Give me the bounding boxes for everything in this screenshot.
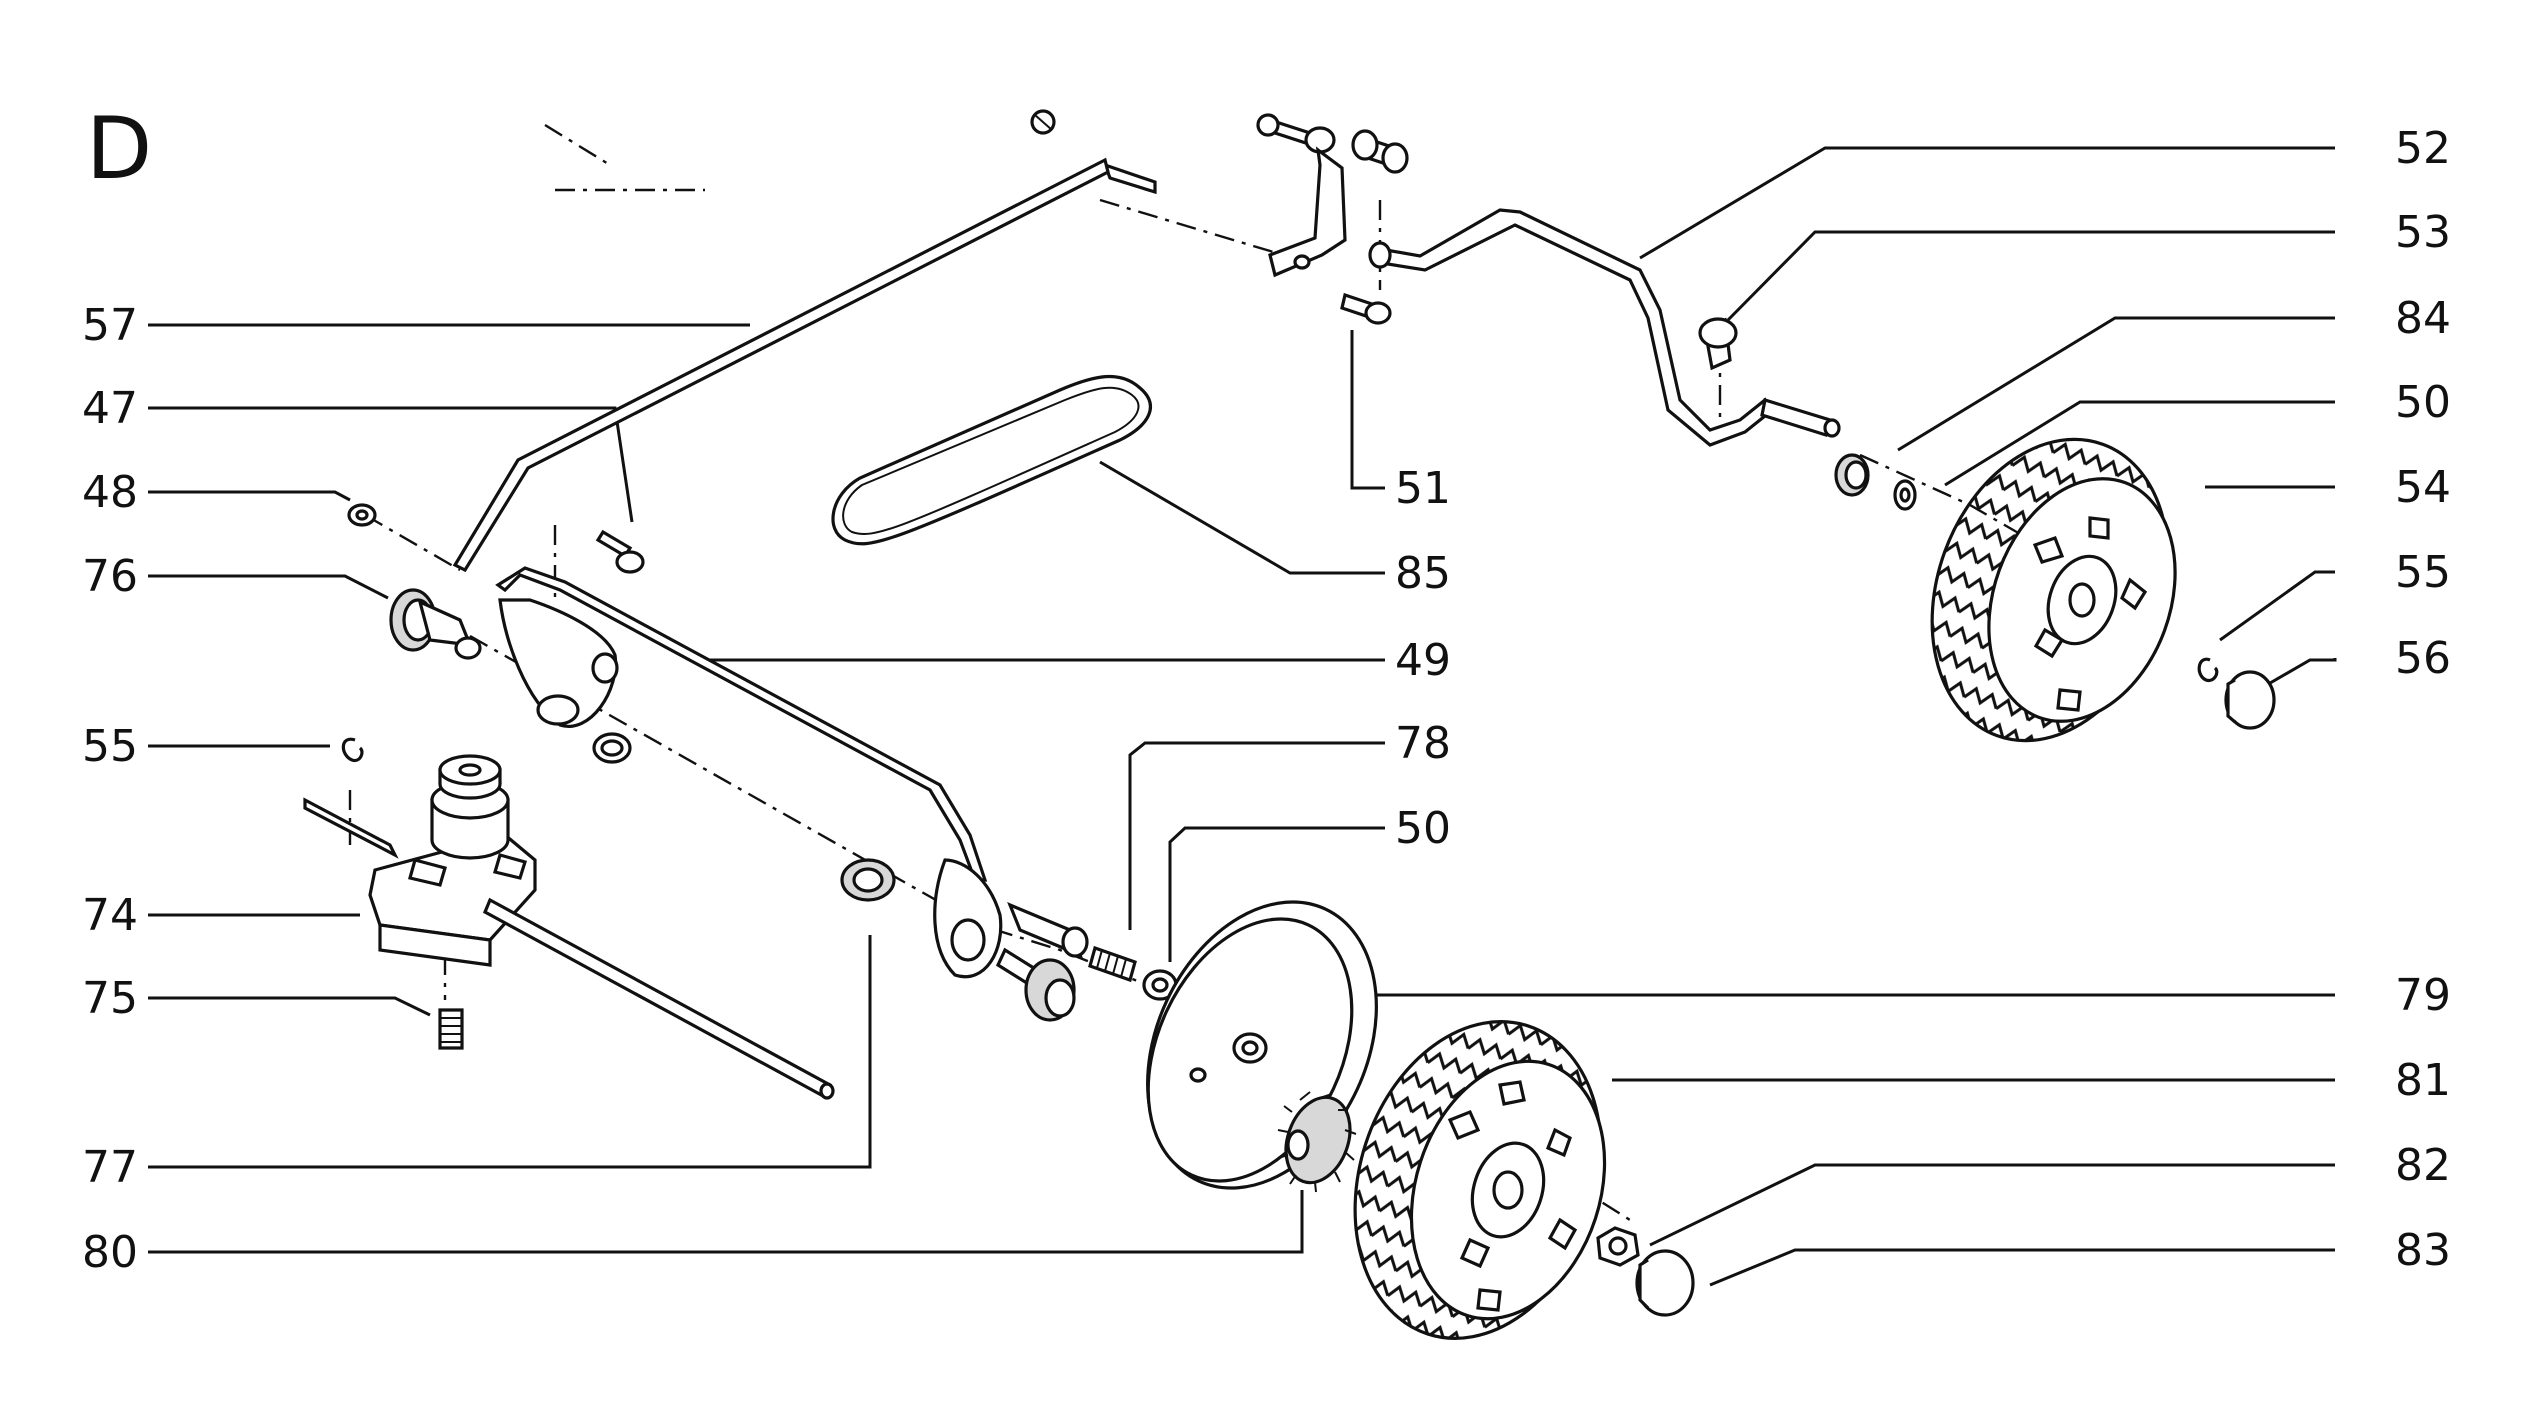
callout-77: 77 [82, 1142, 138, 1193]
callout-52: 52 [2395, 123, 2451, 174]
callout-56: 56 [2395, 633, 2451, 684]
callout-50-right: 50 [2395, 377, 2451, 428]
callout-57: 57 [82, 300, 138, 351]
axle-pin-middle [995, 902, 1089, 1022]
part-80-pinion-gear [1277, 1091, 1357, 1193]
callout-55-left: 55 [82, 721, 138, 772]
part-54-rear-wheel [1930, 437, 2177, 743]
callout-labels: 57 47 48 76 55 74 75 77 80 51 85 49 78 5… [82, 123, 2451, 1278]
callout-51: 51 [1395, 463, 1451, 514]
part-50-mid-washer [1142, 969, 1178, 1001]
part-52-rear-axle-bar [1368, 208, 1841, 447]
callout-54: 54 [2395, 462, 2451, 513]
section-label: D [86, 99, 152, 199]
callout-49: 49 [1395, 635, 1451, 686]
part-75-spring [438, 1008, 464, 1050]
callout-83: 83 [2395, 1225, 2451, 1276]
callout-50-mid: 50 [1395, 803, 1451, 854]
callout-80: 80 [82, 1227, 138, 1278]
callout-78: 78 [1395, 718, 1451, 769]
part-51-height-bracket [1256, 113, 1409, 325]
part-77-spacer [840, 858, 896, 902]
callout-81: 81 [2395, 1055, 2451, 1106]
part-76-bushing [389, 588, 482, 660]
part-55-left-clip [341, 737, 364, 763]
callout-53: 53 [2395, 207, 2451, 258]
part-84-nut [1834, 453, 1870, 497]
leader-lines [148, 146, 2337, 1287]
callout-85: 85 [1395, 548, 1451, 599]
part-47-pin [595, 529, 645, 574]
part-53-bushing [1698, 317, 1738, 371]
callout-75: 75 [82, 973, 138, 1024]
callout-84: 84 [2395, 293, 2451, 344]
callout-47: 47 [82, 383, 138, 434]
callout-82: 82 [2395, 1140, 2451, 1191]
part-85-belt [831, 375, 1152, 546]
callout-79: 79 [2395, 970, 2451, 1021]
callout-74: 74 [82, 890, 138, 941]
part-82-nut [1596, 1226, 1640, 1267]
part-48-washer [347, 503, 377, 527]
part-81-front-wheel [1353, 1020, 1607, 1340]
part-49-linkage-bar [495, 566, 1003, 979]
part-78-spring [1088, 945, 1137, 983]
callout-76: 76 [82, 551, 138, 602]
part-57-control-rod [452, 109, 1157, 573]
part-50-right-washer [1893, 479, 1917, 511]
callout-55-right: 55 [2395, 547, 2451, 598]
callout-48: 48 [82, 467, 138, 518]
part-74-gearbox [303, 754, 835, 1100]
part-55-right-clip [2197, 657, 2219, 683]
part-56-hub-cap [2224, 670, 2276, 730]
part-83-hub-cap [1635, 1249, 1695, 1317]
